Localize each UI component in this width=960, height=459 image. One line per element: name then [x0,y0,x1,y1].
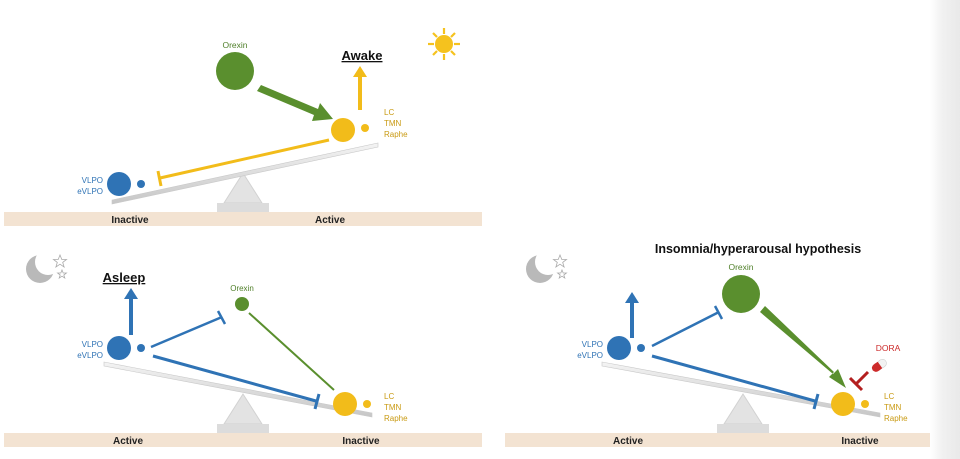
wake-centers-node [331,118,355,142]
wake-center-lc: LC [384,392,394,401]
sleep-center-vlpo: VLPO [82,176,103,185]
wake-centers-node [333,392,357,416]
arousal-arrow-head [353,66,367,77]
wake-center-raphe: Raphe [384,414,408,423]
orexin-weak-excite-line [248,312,335,391]
sleep-inhibits-wake-line [651,354,816,403]
floor-label-left: Inactive [111,215,149,226]
floor-label-right: Inactive [342,436,380,447]
sleep-inhibits-wake-bar [313,393,321,410]
star-icon [56,268,68,279]
wake-center-raphe: Raphe [384,130,408,139]
wake-centers-small-node [861,400,869,408]
state-label-asleep: Asleep [103,270,146,285]
orexin-label: Orexin [230,284,254,293]
fulcrum [723,393,763,425]
sleep-centers-small-node [137,180,145,188]
seesaw-beam [111,142,379,205]
wake-center-raphe: Raphe [884,414,908,423]
sleep-inhibits-orexin-line [651,310,720,348]
star-icon [52,253,68,268]
sleep-center-vlpo: VLPO [582,340,603,349]
sleep-centers-small-node [137,344,145,352]
panel-insomnia: Active Inactive Insomnia/hyperarousal hy… [505,242,930,447]
drug-label: DORA [876,343,901,353]
pill-icon [871,358,887,372]
fulcrum-base [217,203,269,212]
sleep-inhibits-wake-bar [812,393,820,410]
sleep-inhibits-orexin-line [150,315,223,349]
floor-label-right: Active [315,215,345,226]
wake-centers-node [831,392,855,416]
seesaw-beam [601,361,881,418]
panel-asleep: Active Inactive Asleep Orexin VLPO eVLPO… [4,249,482,447]
wake-center-lc: LC [884,392,894,401]
fulcrum [223,393,263,425]
floor-label-left: Active [613,436,643,447]
star-icon [556,268,568,279]
floor [505,433,930,447]
sleep-centers-node [607,336,631,360]
sun-icon [428,28,460,60]
sleep-centers-node [107,336,131,360]
sleep-arrow-head [625,292,639,303]
sleep-center-evlpo: eVLPO [77,187,103,196]
wake-center-tmn: TMN [384,403,402,412]
floor [4,212,482,226]
drug-inhibits-orexin-bar [848,376,864,392]
sleep-center-evlpo: eVLPO [577,351,603,360]
sleep-inhibits-orexin-bar [713,305,724,320]
wake-centers-small-node [361,124,369,132]
wake-inhibits-sleep-bar [156,170,163,187]
wake-center-tmn: TMN [884,403,902,412]
orexin-node [722,275,760,313]
sleep-center-vlpo: VLPO [82,340,103,349]
floor [4,433,482,447]
floor-label-left: Active [113,436,143,447]
moon-icon [26,249,61,283]
panel-title: Insomnia/hyperarousal hypothesis [655,242,861,256]
sleep-arrow-head [124,288,138,299]
orexin-label: Orexin [728,262,753,272]
window-edge [930,0,960,459]
sleep-centers-node [107,172,131,196]
moon-icon [526,249,561,283]
state-label-awake: Awake [342,48,383,63]
wake-center-lc: LC [384,108,394,117]
sleep-inhibits-orexin-bar [216,310,227,325]
fulcrum-base [717,424,769,433]
seesaw-beam [103,361,373,418]
wake-centers-small-node [363,400,371,408]
orexin-node [235,297,249,311]
sleep-center-evlpo: eVLPO [77,351,103,360]
orexin-node [216,52,254,90]
wake-center-tmn: TMN [384,119,402,128]
sleep-centers-small-node [637,344,645,352]
panel-awake: Inactive Active Orexin LC TMN Raphe Awak… [4,28,482,226]
drug-inhibits-orexin-line [854,370,870,386]
orexin-label: Orexin [222,40,247,50]
floor-label-right: Inactive [841,436,879,447]
fulcrum-base [217,424,269,433]
wake-inhibits-sleep-line [159,138,330,180]
orexin-excite-arrow [257,85,333,121]
star-icon [552,253,568,268]
sleep-inhibits-wake-line [152,354,317,403]
orexin-strong-excite-arrow [760,306,846,388]
